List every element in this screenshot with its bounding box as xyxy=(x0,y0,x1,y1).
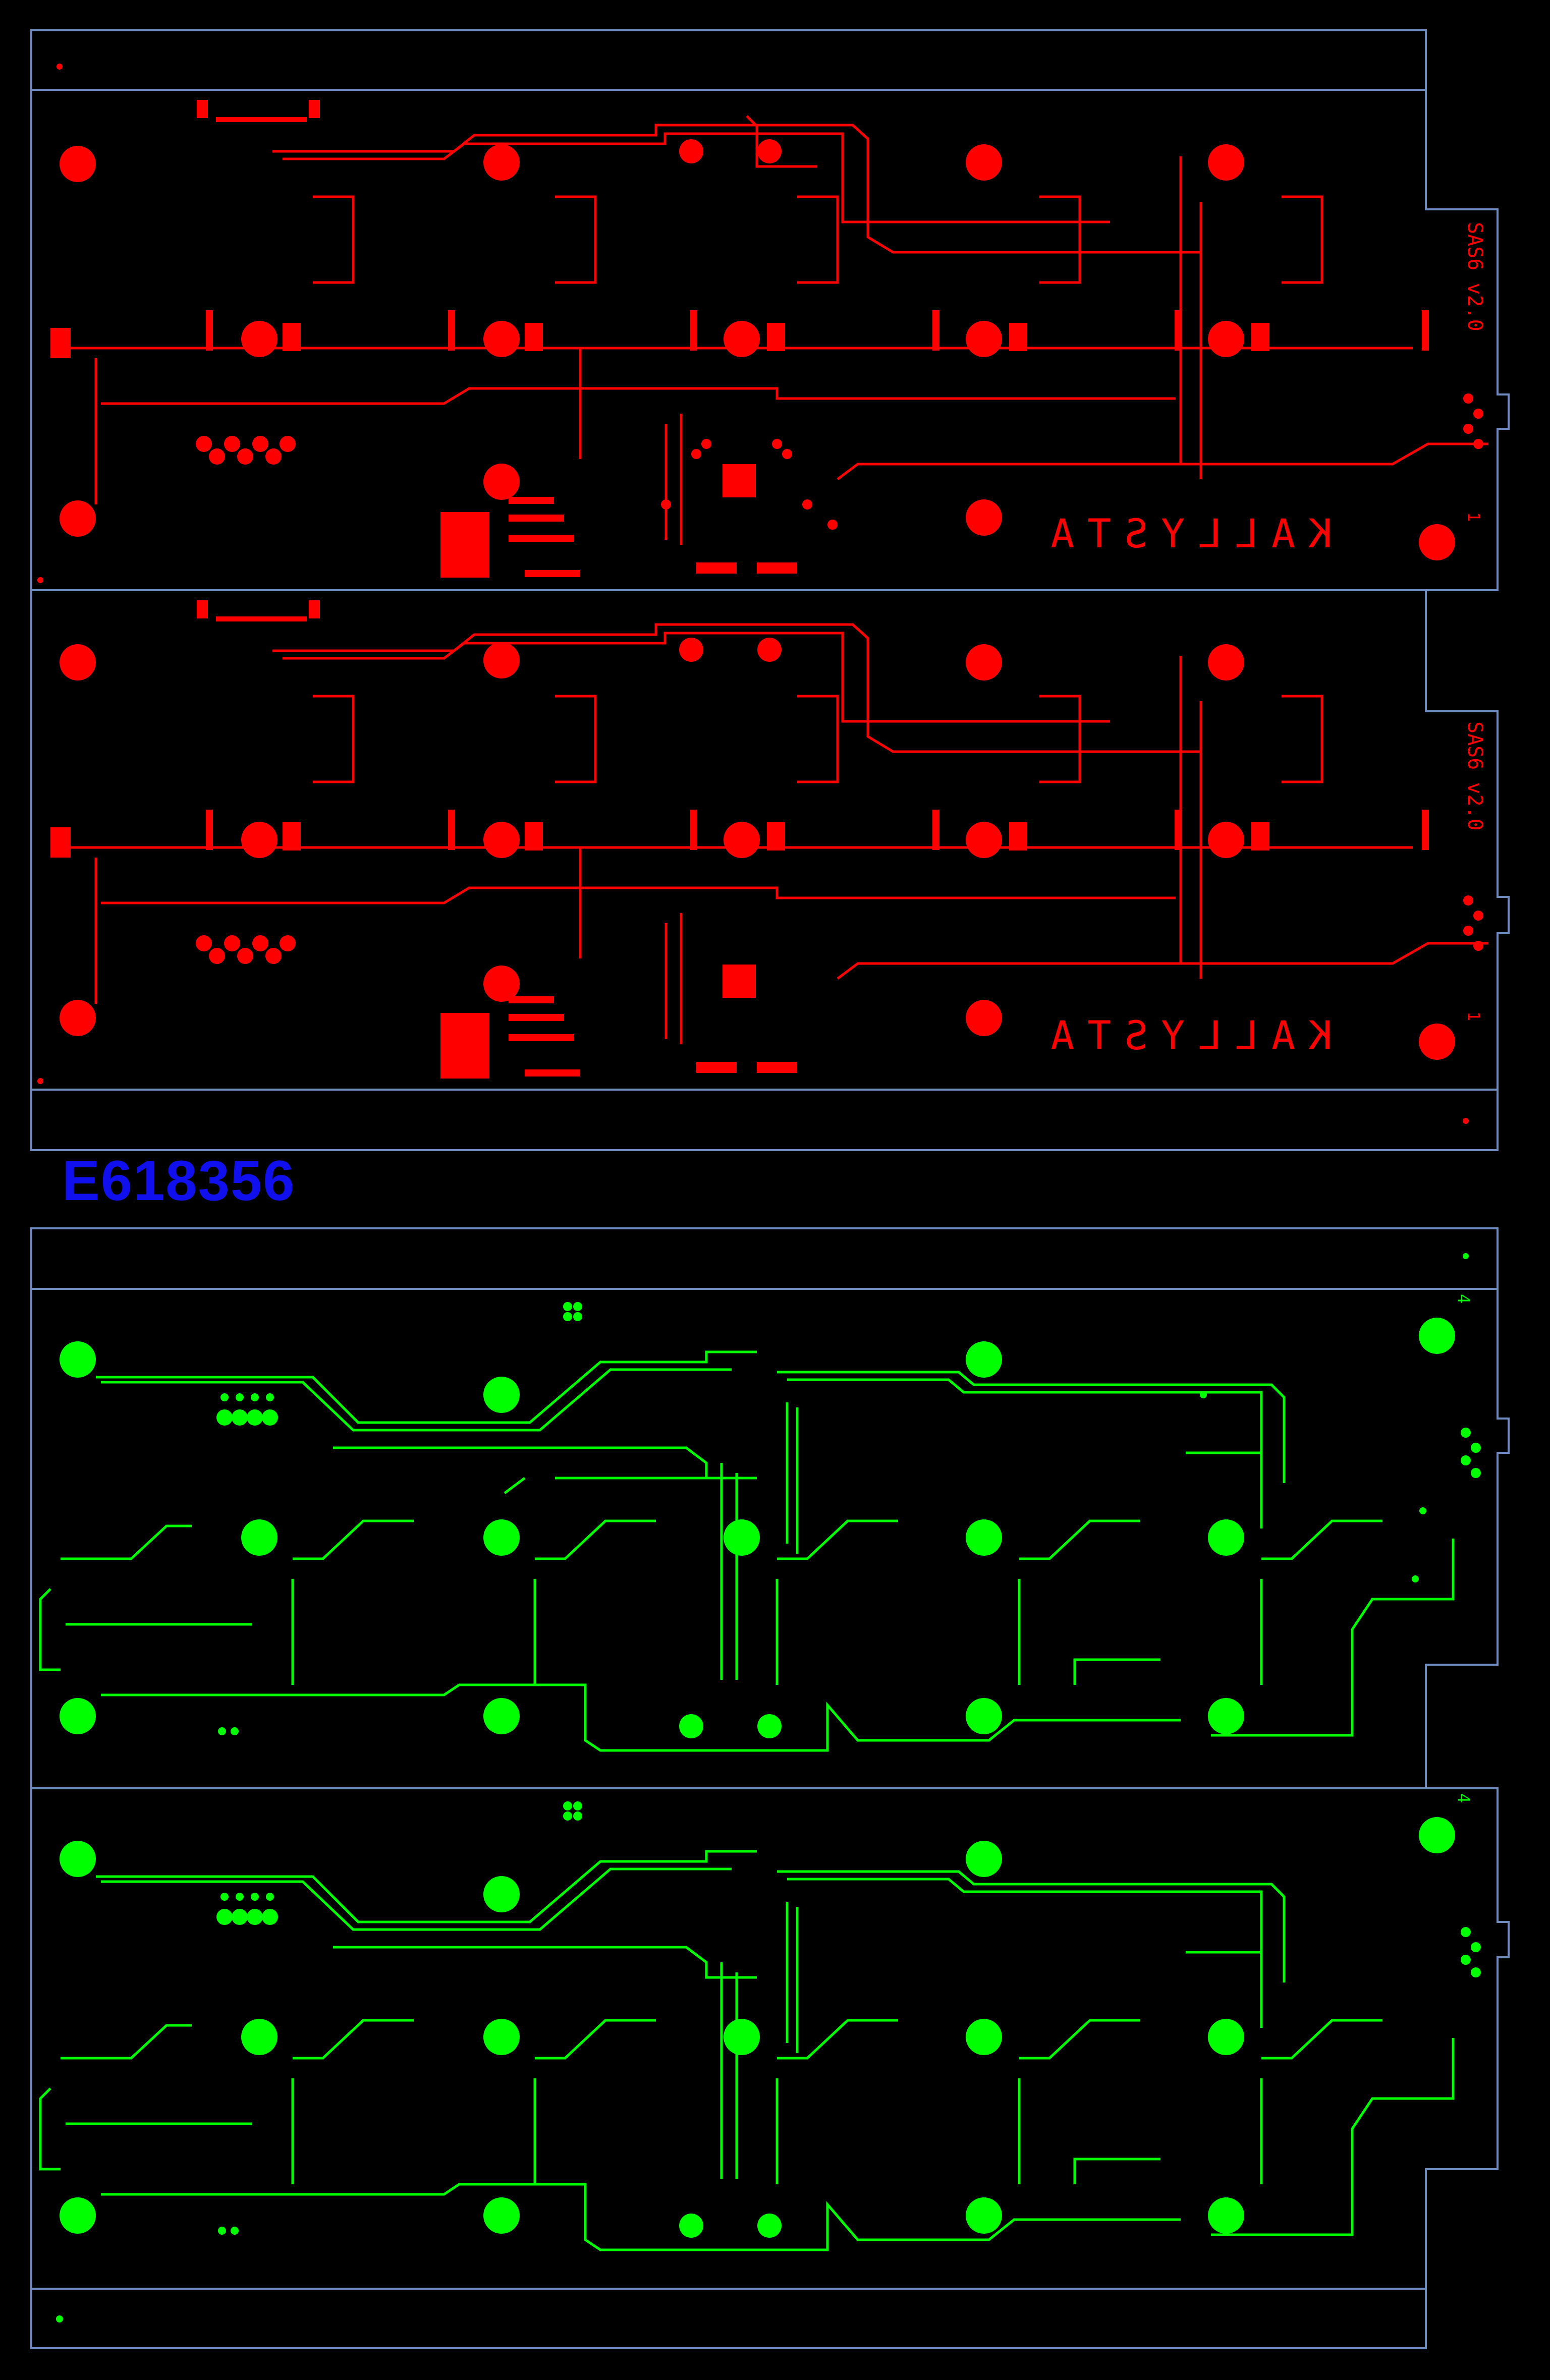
brand-label: KALLYSTA xyxy=(1037,512,1332,557)
components xyxy=(50,600,1429,1079)
brand-label: KALLYSTA xyxy=(1037,1013,1332,1059)
mounting-holes xyxy=(60,139,1455,560)
top-unit-2 xyxy=(37,600,1488,1124)
traces xyxy=(39,1850,1455,2251)
components xyxy=(50,100,1429,578)
traces xyxy=(39,1350,1455,1752)
pin-four-label: 4 xyxy=(1454,1793,1473,1803)
pin-one-label: 1 xyxy=(1464,512,1483,522)
mounting-holes xyxy=(60,1817,1455,2238)
board-name-label: SAS6 v2.0 xyxy=(1463,721,1486,831)
pin-four-label: 4 xyxy=(1454,1294,1473,1304)
channel-pads xyxy=(241,2019,1244,2055)
bottom-silkscreen: 4 4 xyxy=(1454,1294,1473,1803)
channel-pads xyxy=(241,1519,1244,1556)
top-unit-1 xyxy=(37,64,1488,583)
bottom-unit-1 xyxy=(39,1253,1481,1752)
top-silkscreen: SAS6 v2.0 SAS6 v2.0 KALLYSTA KALLYSTA 1 … xyxy=(1037,222,1486,1059)
bottom-panel-outline xyxy=(30,1227,1510,2349)
bottom-layer-panel xyxy=(30,1227,1510,2349)
mounting-holes xyxy=(60,638,1455,1060)
lot-code-label: E618356 xyxy=(62,1149,296,1212)
vias xyxy=(216,1253,1481,1735)
smd-array xyxy=(37,895,1483,1124)
smd-array xyxy=(37,64,1483,583)
bottom-unit-2 xyxy=(39,1801,1481,2322)
board-name-label: SAS6 v2.0 xyxy=(1463,222,1486,331)
vias xyxy=(56,1801,1481,2322)
channel-pads xyxy=(241,822,1244,858)
top-layer-panel xyxy=(30,29,1510,1151)
pin-one-label: 1 xyxy=(1464,1011,1483,1021)
mounting-holes xyxy=(60,1318,1455,1738)
